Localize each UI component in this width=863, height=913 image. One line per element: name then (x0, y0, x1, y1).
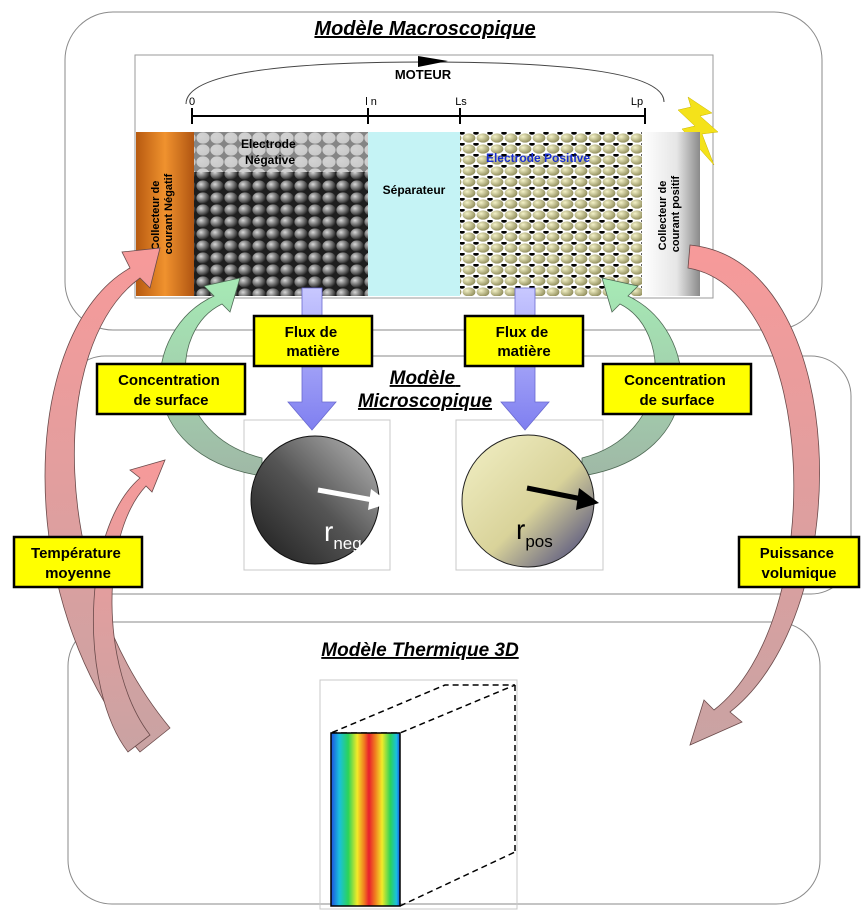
thermal-model-frame (67, 621, 821, 905)
separator-label: Séparateur (383, 183, 446, 197)
positive-electrode (460, 132, 642, 296)
axis-label-ls: Ls (455, 96, 467, 108)
separator (368, 132, 460, 296)
positive-radius-arrowhead (576, 488, 599, 510)
positive-collector-label: Collecteur de courant positif (657, 175, 682, 252)
motor-label: MOTEUR (395, 67, 452, 82)
thermal-block-frame (319, 679, 518, 910)
positive-electrode-label: Electrode Positive (486, 151, 590, 165)
negative-radius-arrow (317, 487, 374, 503)
svg-text:Flux de matière: Flux de matière (496, 324, 553, 360)
thermal-block-bottom-edge (399, 851, 516, 907)
negative-electrode-light-band (194, 132, 368, 172)
flux-label-right: Flux de matière (463, 314, 585, 368)
axis-label-ln: l n (365, 96, 377, 108)
surface-concentration-label-right: Concentration de surface (601, 362, 753, 416)
svg-text:Puissance volumique: Puissance volumique (760, 545, 838, 582)
lightning-icon (677, 96, 719, 166)
surface-concentration-label-left: Concentration de surface (95, 362, 247, 416)
conc-arrow-right (581, 277, 682, 477)
macro-model-frame (64, 11, 823, 331)
positive-radius-arrow (526, 485, 583, 502)
svg-text:Concentration de surface: Concentration de surface (118, 372, 224, 409)
negative-electrode-label: Electrode Négative (241, 137, 299, 167)
power-arrow-to-thermal (687, 244, 820, 746)
macro-model-title: Modèle Macroscopique (314, 18, 535, 40)
negative-radius-arrowhead (368, 489, 390, 510)
negative-collector-label: Collecteur de courant Négatif (150, 173, 175, 254)
negative-radius-label: rneg (324, 516, 362, 553)
micro-model-title: Modèle Microscopique (358, 368, 493, 412)
average-temperature-label: Température moyenne (12, 535, 144, 589)
volumetric-power-label: Puissance volumique (737, 535, 861, 589)
motor-arrowhead (418, 56, 448, 67)
thermal-block-front-face (330, 732, 401, 907)
axis-label-0: 0 (189, 96, 195, 108)
positive-radius-label: rpos (516, 514, 553, 551)
temperature-arrow-to-micro (93, 459, 166, 753)
flux-label-left: Flux de matière (252, 314, 374, 368)
axis-label-lp: Lp (631, 96, 643, 108)
svg-text:Concentration de surface: Concentration de surface (624, 372, 730, 409)
svg-text:Flux de matière: Flux de matière (285, 324, 342, 360)
thermal-model-title: Modèle Thermique 3D (321, 640, 519, 661)
macro-cell-frame (134, 54, 714, 299)
svg-text:Température moyenne: Température moyenne (31, 545, 125, 582)
thermal-block-top-face (330, 684, 516, 734)
conc-arrow-left (159, 277, 263, 477)
